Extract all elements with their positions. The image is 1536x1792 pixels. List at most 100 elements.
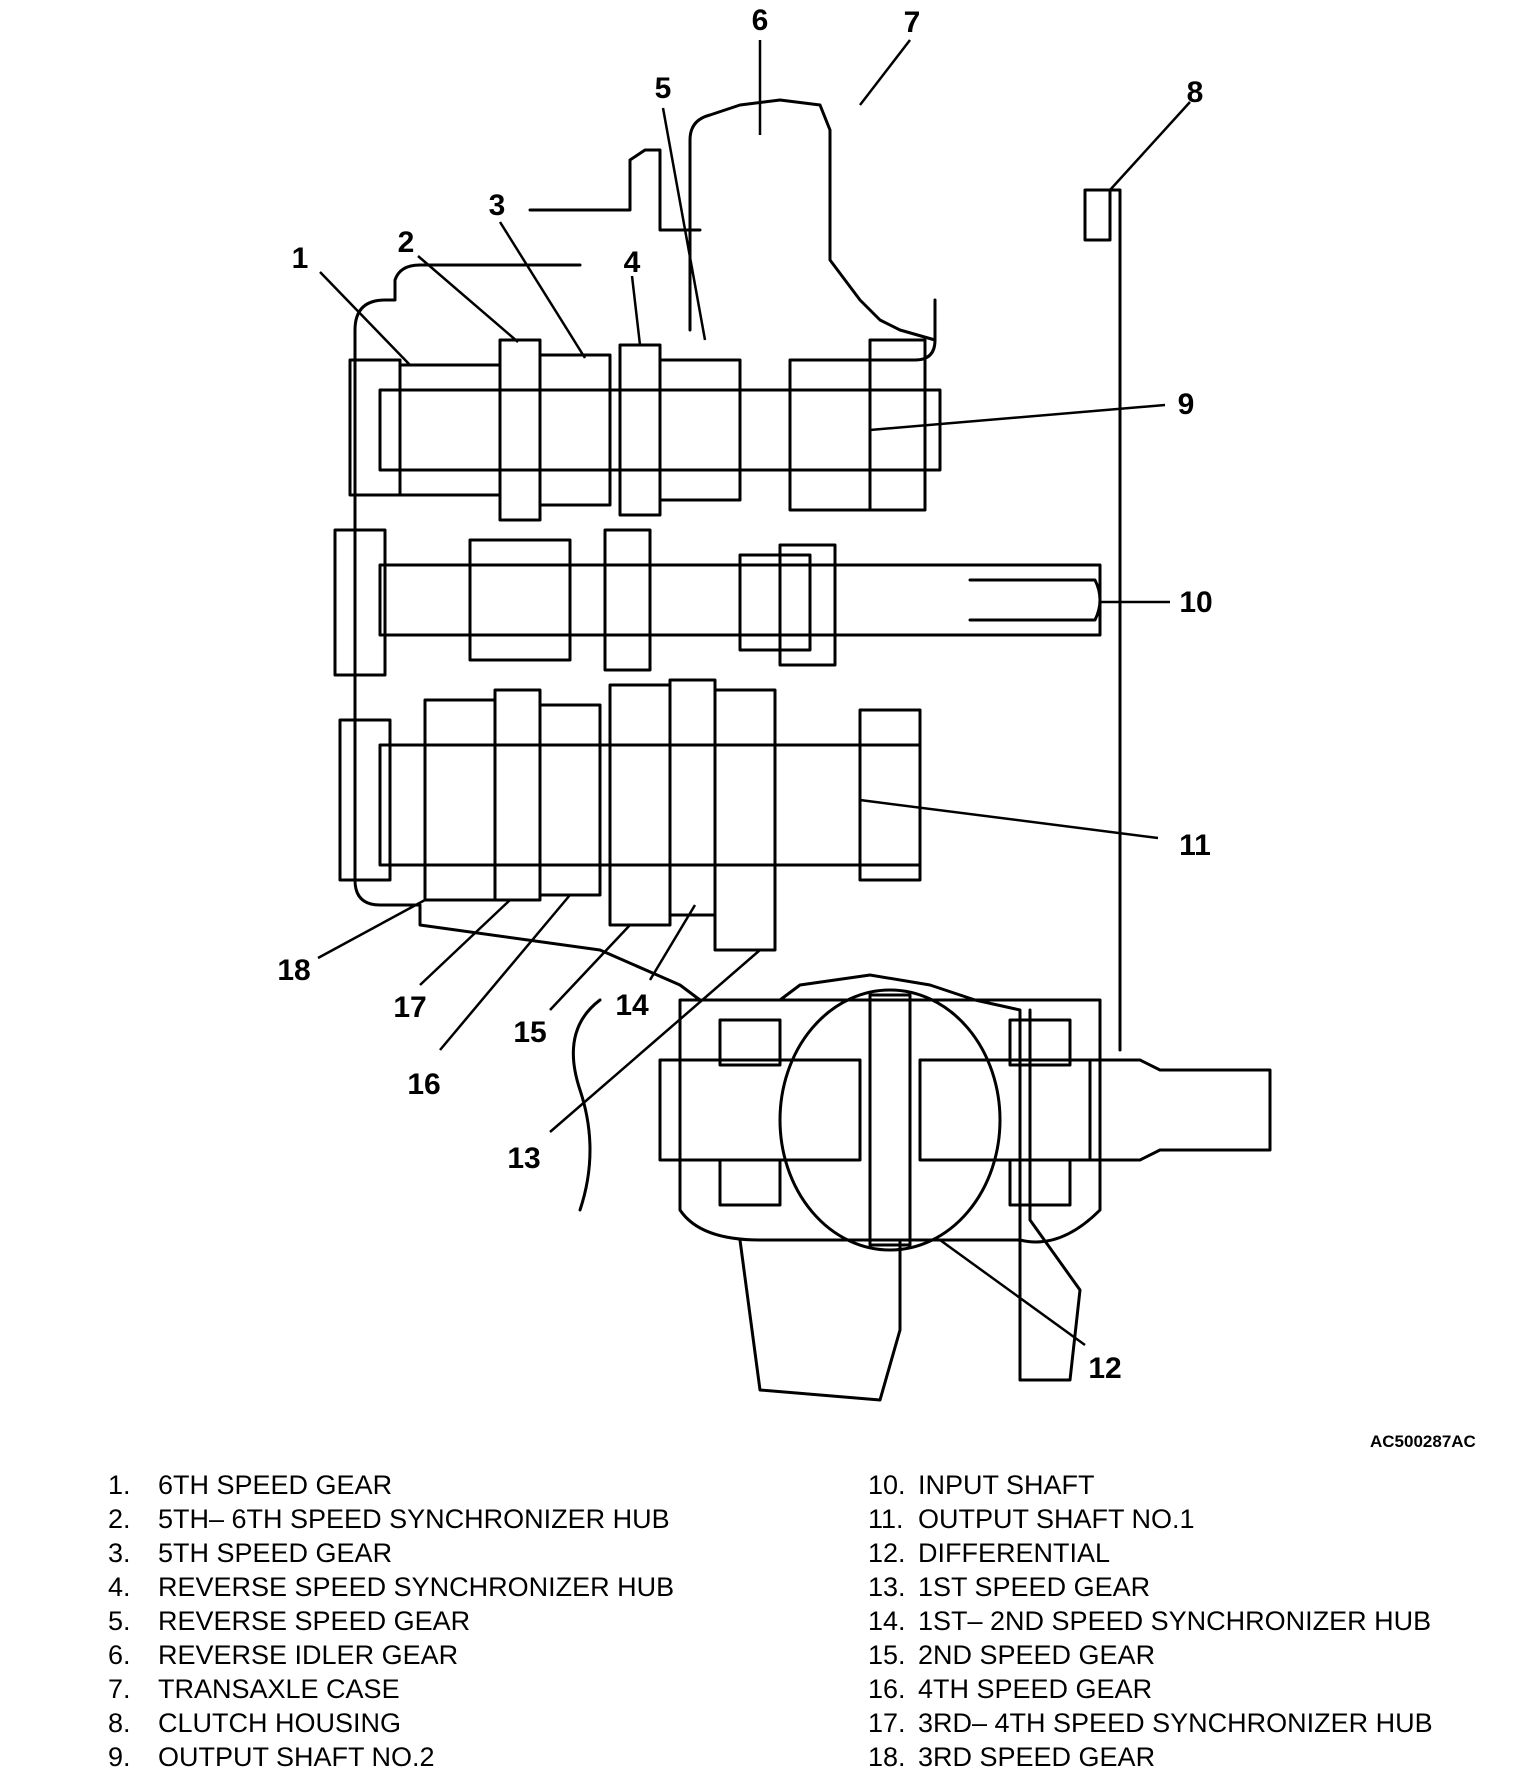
legend-text: OUTPUT SHAFT NO.1 [918,1504,1195,1534]
callout-2: 2 [398,226,415,259]
legend-item: 4. REVERSE SPEED SYNCHRONIZER HUB [108,1570,674,1604]
leader-1 [319,271,411,366]
legend-number: 11. [868,1504,904,1534]
legend-number: 17. [868,1708,906,1738]
legend-text: DIFFERENTIAL [918,1538,1111,1568]
input-shaft-gear-c [738,553,812,652]
callout-5: 5 [655,72,672,105]
legend-text: 2ND SPEED GEAR [918,1640,1156,1670]
leader-15 [549,924,631,1011]
legend-text: 4TH SPEED GEAR [918,1674,1153,1704]
differential-bearing-right [1008,1018,1072,1067]
gear-3rd [423,698,497,902]
legend-item: 10. INPUT SHAFT [868,1468,1433,1502]
legend-item: 7. TRANSAXLE CASE [108,1672,674,1706]
gear-6th [398,363,502,497]
leader-18 [317,898,426,960]
leader-3 [498,221,587,359]
output-shaft-1 [378,743,922,867]
drive-shaft [1088,1058,1272,1162]
leader-17 [419,899,511,986]
legend-item: 5. REVERSE SPEED GEAR [108,1604,674,1638]
legend-number: 4. [108,1572,131,1602]
callout-12: 12 [1088,1352,1121,1385]
leader-8 [1109,101,1191,191]
legend-number: 13. [868,1572,906,1602]
input-shaft-bearing-right [778,543,837,667]
callout-3: 3 [489,189,506,222]
legend-text: 6TH SPEED GEAR [158,1470,393,1500]
legend-text: 5TH SPEED GEAR [158,1538,393,1568]
sync-hub-5-6 [498,338,542,522]
callout-8: 8 [1187,76,1204,109]
callout-18: 18 [277,954,310,987]
legend-number: 9. [108,1742,131,1772]
callout-9: 9 [1178,388,1195,421]
legend-item: 2.5TH– 6TH SPEED SYNCHRONIZER HUB [108,1502,674,1536]
sync-hub-reverse [618,343,662,517]
legend-right: 10. INPUT SHAFT 11. OUTPUT SHAFT NO.1 12.D… [868,1468,1433,1774]
legend-item: 1.6TH SPEED GEAR [108,1468,674,1502]
transaxle-case-outline [353,263,1082,1382]
leader-5 [661,107,707,341]
left-housing-curve [571,998,602,1212]
leader-16 [439,894,571,1051]
callout-14: 14 [615,989,649,1022]
legend-item: 15.2ND SPEED GEAR [868,1638,1433,1672]
gear-2nd [608,683,672,927]
axle-right [918,1058,1092,1162]
legend-text: REVERSE SPEED SYNCHRONIZER HUB [158,1572,675,1602]
legend-text: REVERSE IDLER GEAR [158,1640,459,1670]
legend-text: INPUT SHAFT [918,1470,1095,1500]
callout-15: 15 [513,1016,546,1049]
sync-hub-3-4 [493,688,542,902]
figure-code: AC500287AC [1370,1432,1476,1451]
legend-number: 10. [868,1470,906,1500]
legend-item: 12.DIFFERENTIAL [868,1536,1433,1570]
legend-text: 3RD– 4TH SPEED SYNCHRONIZER HUB [918,1708,1433,1738]
sync-hub-1-2 [668,678,717,917]
output-shaft-1-bearing-left [338,718,392,882]
legend-text: 1ST– 2ND SPEED SYNCHRONIZER HUB [918,1606,1432,1636]
legend-text: CLUTCH HOUSING [158,1708,402,1738]
callout-4: 4 [624,246,641,279]
input-shaft-gear-a [468,538,572,662]
callout-13: 13 [507,1142,540,1175]
legend-text: OUTPUT SHAFT NO.2 [158,1742,435,1772]
legend-number: 18. [868,1742,906,1772]
legend-item: 3.5TH SPEED GEAR [108,1536,674,1570]
legend-item: 16. 4TH SPEED GEAR [868,1672,1433,1706]
leader-4 [630,275,642,346]
clutch-housing-flange [1083,188,1122,1052]
legend-number: 7. [108,1674,131,1704]
gear-reverse [658,358,742,502]
gear-1st [713,688,777,952]
legend-item: 17. 3RD– 4TH SPEED SYNCHRONIZER HUB [868,1706,1433,1740]
legend-number: 16. [868,1674,906,1704]
axle-left [658,1058,862,1162]
differential-case [778,988,1002,1252]
legend-text: TRANSAXLE CASE [158,1674,400,1704]
legend-text: REVERSE SPEED GEAR [158,1606,471,1636]
legend-left: 1.6TH SPEED GEAR 2.5TH– 6TH SPEED SYNCHR… [108,1468,674,1774]
legend-item: 18.3RD SPEED GEAR [868,1740,1433,1774]
gear-5th [538,353,612,507]
legend-item: 8. CLUTCH HOUSING [108,1706,674,1740]
legend-text: 5TH– 6TH SPEED SYNCHRONIZER HUB [158,1504,670,1534]
legend-text: 1ST SPEED GEAR [918,1572,1151,1602]
legend-item: 13. 1ST SPEED GEAR [868,1570,1433,1604]
output-shaft-1-bearing-right [858,708,922,882]
legend-number: 8. [108,1708,131,1738]
gear-output-2 [788,358,872,512]
leader-12 [939,1238,1086,1347]
legend-number: 5. [108,1606,131,1636]
leader-13 [549,949,761,1133]
legend-number: 14. [868,1606,906,1636]
callout-7: 7 [904,6,921,39]
differential-bearing-right-lower [1008,1158,1072,1207]
callout-11: 11 [1179,829,1211,862]
legend-item: 14. 1ST– 2ND SPEED SYNCHRONIZER HUB [868,1604,1433,1638]
case-rib [528,148,702,232]
differential-housing [678,998,1102,1244]
differential-bearing-left [718,1018,782,1067]
